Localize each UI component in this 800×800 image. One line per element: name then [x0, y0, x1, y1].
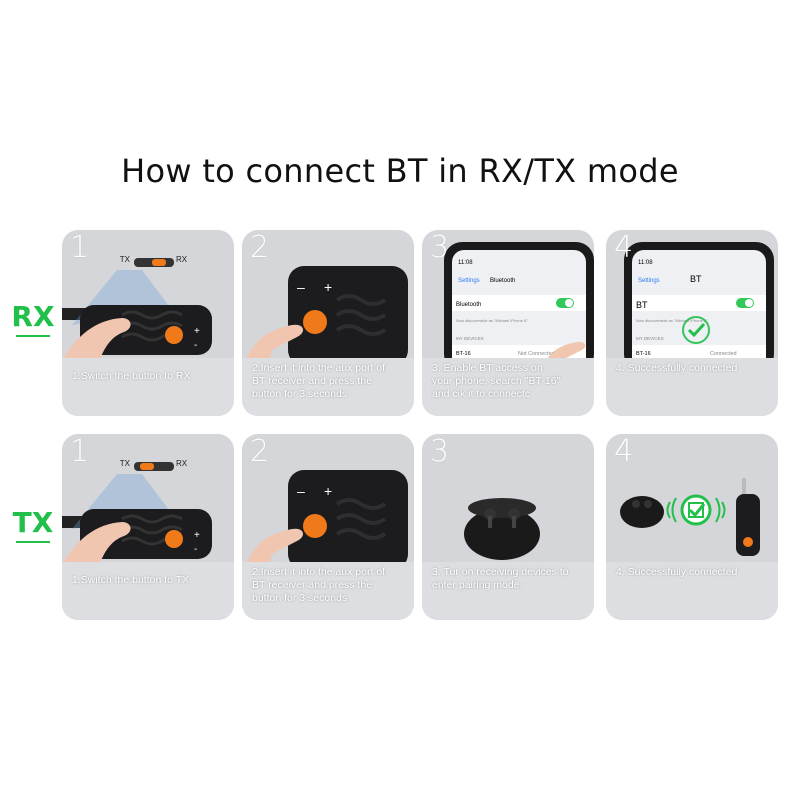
tx-underline	[16, 541, 50, 543]
hand	[546, 341, 586, 360]
rx-label-text: RX	[11, 300, 55, 333]
earbuds-case	[620, 496, 664, 528]
tx-connected-illustration	[620, 478, 760, 556]
step-number: 2	[250, 434, 270, 469]
svg-text:BT-16: BT-16	[456, 351, 471, 357]
phone-bluetooth-illustration: 11:08 Settings Bluetooth Bluetooth Now d…	[444, 242, 594, 360]
svg-text:Bluetooth: Bluetooth	[490, 278, 515, 284]
step-number: 4	[614, 434, 634, 469]
svg-text:-: -	[194, 340, 197, 351]
svg-text:BT: BT	[636, 300, 648, 310]
adapter-switch-illustration: + - TX RX	[62, 255, 212, 360]
adapter-switch-illustration: + - TX RX	[62, 459, 212, 564]
right-earbud	[508, 508, 520, 520]
svg-text:+: +	[194, 530, 200, 541]
step-caption: 4. Successfully connected	[606, 358, 778, 416]
rx-mode-label: RX	[8, 300, 58, 337]
svg-text:+: +	[324, 279, 332, 295]
rx-step-2-card: 2 – + 2.Insert it into the aux port of B…	[242, 230, 414, 416]
tx-step-1-card: 1 + - TX RX 1.Switch the button to TX	[62, 434, 234, 620]
adapter-body	[80, 509, 212, 559]
adapter-press-illustration: – +	[245, 470, 408, 564]
tx-step-2-card: 2 – + 2.Insert it into the aux port of B…	[242, 434, 414, 620]
power-button	[165, 530, 183, 548]
svg-text:BT-16: BT-16	[636, 351, 651, 357]
page-title: How to connect BT in RX/TX mode	[121, 152, 679, 190]
signal-waves-icon	[666, 497, 726, 523]
step-number: 1	[70, 434, 90, 469]
earbuds-case-illustration	[464, 498, 540, 560]
left-earbud	[484, 508, 496, 520]
step-caption: 3. Enable BT access on your phone, searc…	[422, 358, 594, 416]
power-button	[743, 537, 753, 547]
tx-step-3-card: 3 3. Tur on receiving devices to enter p…	[422, 434, 594, 620]
svg-text:RX: RX	[176, 255, 188, 264]
adapter-body	[80, 305, 212, 355]
check-circle-icon	[682, 316, 710, 344]
rx-step-1-card: 1 + - TX RX 1.Switch the button to RX	[62, 230, 234, 416]
step-caption: 2.Insert it into the aux port of BT rece…	[242, 358, 414, 416]
svg-text:TX: TX	[120, 255, 131, 264]
svg-text:11:08: 11:08	[458, 260, 473, 266]
adapter-press-illustration: – +	[245, 266, 408, 360]
svg-text:+: +	[324, 483, 332, 499]
phone-connected-illustration: 11:08 Settings BT BT Now discoverable as…	[624, 242, 774, 360]
mode-switch-knob	[152, 259, 166, 266]
step-caption: 2.Insert it into the aux port of BT rece…	[242, 562, 414, 620]
step-number: 1	[70, 230, 90, 265]
earbuds-case	[464, 508, 540, 560]
power-button	[165, 326, 183, 344]
step-number: 4	[614, 230, 634, 265]
power-button	[303, 310, 327, 334]
check-icon	[687, 322, 706, 338]
svg-text:–: –	[297, 279, 305, 295]
step-caption: 3. Tur on receiving devices to enter pai…	[422, 562, 594, 620]
rx-underline	[16, 335, 50, 337]
svg-text:11:08: 11:08	[638, 260, 653, 266]
hand	[245, 324, 303, 360]
hand	[245, 528, 303, 564]
svg-text:-: -	[194, 544, 197, 555]
check-icon	[688, 503, 706, 518]
svg-text:BT: BT	[690, 274, 702, 284]
aux-plug	[742, 478, 746, 498]
step-number: 3	[430, 230, 450, 265]
svg-text:+: +	[194, 326, 200, 337]
svg-text:MY DEVICES: MY DEVICES	[636, 336, 664, 341]
svg-text:–: –	[297, 483, 305, 499]
power-button	[303, 514, 327, 538]
tx-label-text: TX	[12, 506, 54, 539]
tx-step-4-card: 4 4. Successfully connected	[606, 434, 778, 620]
svg-text:Connected: Connected	[710, 351, 737, 357]
hand	[62, 522, 131, 564]
svg-text:Bluetooth: Bluetooth	[456, 302, 481, 308]
check-circle-icon	[680, 494, 712, 526]
svg-text:Now discoverable as "Michael i: Now discoverable as "Michael iPhone 8".	[456, 318, 529, 323]
hand	[62, 318, 131, 360]
step-caption: 4. Successfully connected	[606, 562, 778, 620]
rx-step-3-card: 3 11:08 Settings Bluetooth Bluetooth Now…	[422, 230, 594, 416]
svg-text:Settings: Settings	[458, 278, 480, 284]
svg-text:Not Connected: Not Connected	[518, 351, 555, 357]
step-caption: 1.Switch the button to RX	[62, 358, 234, 416]
adapter-body	[736, 494, 760, 556]
mode-switch-knob	[140, 463, 154, 470]
svg-text:TX: TX	[120, 459, 131, 468]
rx-step-4-card: 4 11:08 Settings BT BT Now discoverable …	[606, 230, 778, 416]
svg-text:MY DEVICES: MY DEVICES	[456, 336, 484, 341]
svg-text:RX: RX	[176, 459, 188, 468]
step-number: 2	[250, 230, 270, 265]
svg-text:Settings: Settings	[638, 278, 660, 284]
step-caption: 1.Switch the button to TX	[62, 562, 234, 620]
svg-text:Now discoverable as "Michael i: Now discoverable as "Michael iPhone 8".	[636, 318, 709, 323]
tx-mode-label: TX	[8, 506, 58, 543]
step-number: 3	[430, 434, 450, 469]
